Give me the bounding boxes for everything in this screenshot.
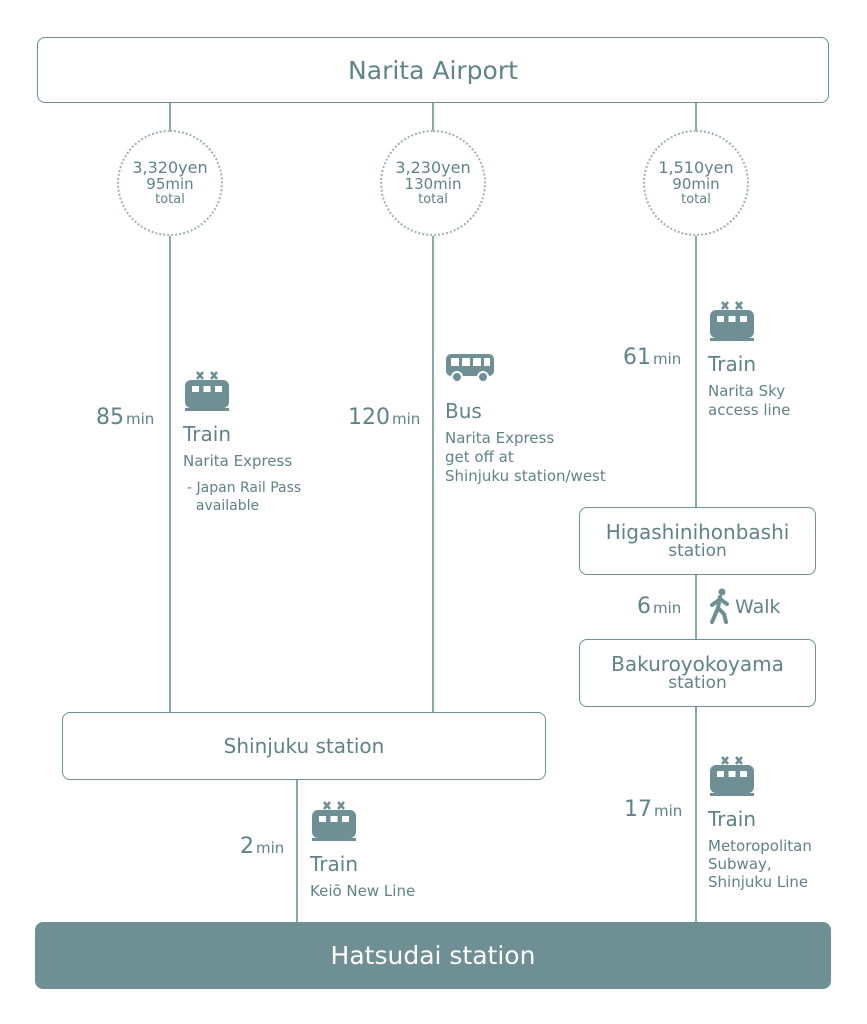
route2-cost: 3,230yen — [395, 157, 471, 177]
route1-leg-mode: Train — [183, 422, 231, 446]
route3-line-upper — [695, 102, 697, 508]
route1-line — [169, 102, 171, 713]
route3-cost: 1,510yen — [658, 157, 734, 177]
bakuroyokoyama-line1: Bakuroyokoyama — [611, 651, 784, 676]
shinjuku-leg-mode: Train — [310, 852, 358, 876]
origin-label: Narita Airport — [348, 55, 518, 85]
bakuroyokoyama-station-box: Bakuroyokoyama station — [579, 639, 816, 707]
route3-line-lower — [695, 706, 697, 924]
route1-time: 95min — [146, 175, 194, 194]
route1-summary: 3,320yen 95min total — [117, 130, 223, 236]
train-icon — [183, 370, 231, 412]
route2-line — [432, 102, 434, 713]
route3-line-walk — [695, 574, 697, 640]
higashinihonbashi-station-box: Higashinihonbashi station — [579, 507, 816, 575]
route3-time: 90min — [672, 175, 720, 194]
train-icon — [708, 755, 756, 797]
bus-icon — [445, 352, 495, 384]
route3-leg1-mode: Train — [708, 352, 756, 376]
shinjuku-line — [296, 779, 298, 924]
shinjuku-station-label: Shinjuku station — [223, 734, 385, 758]
walk-mode: Walk — [735, 596, 781, 618]
route3-total-label: total — [681, 191, 711, 207]
route1-leg-note: - Japan Rail Pass available — [187, 480, 302, 514]
route2-total-label: total — [418, 191, 448, 207]
destination-box: Hatsudai station — [35, 922, 831, 989]
route2-time: 130min — [404, 175, 462, 194]
train-icon — [310, 800, 358, 842]
route2-summary: 3,230yen 130min total — [380, 130, 486, 236]
shinjuku-leg-detail: Keiō New Line — [310, 882, 416, 900]
route2-leg-mode: Bus — [445, 399, 482, 423]
destination-label: Hatsudai station — [330, 941, 536, 970]
route1-total-label: total — [155, 191, 185, 207]
route1-leg-detail: Narita Express — [183, 452, 293, 470]
shinjuku-station-box: Shinjuku station — [62, 712, 546, 780]
higashinihonbashi-line2: station — [668, 540, 727, 561]
train-icon — [708, 300, 756, 342]
origin-box: Narita Airport — [37, 37, 829, 103]
walk-icon — [708, 588, 732, 624]
route1-cost: 3,320yen — [132, 157, 208, 177]
bakuroyokoyama-line2: station — [668, 672, 727, 693]
route3-leg2-mode: Train — [708, 807, 756, 831]
higashinihonbashi-line1: Higashinihonbashi — [605, 519, 790, 544]
route3-summary: 1,510yen 90min total — [643, 130, 749, 236]
